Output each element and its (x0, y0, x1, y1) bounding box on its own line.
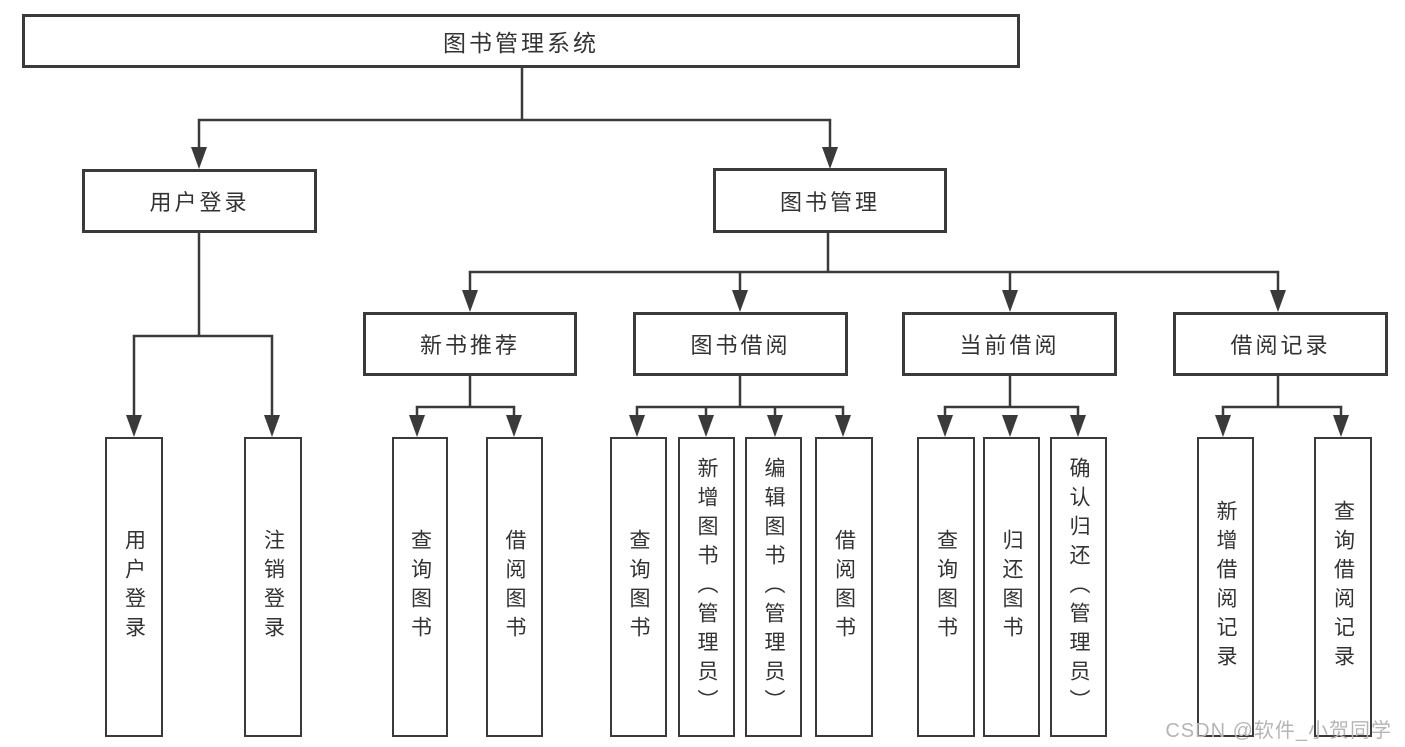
node-leaf-query-books-2: 查询图书 (610, 437, 667, 737)
node-label: 图书管理系统 (443, 30, 599, 56)
node-label: 查询借阅记录 (1331, 500, 1355, 674)
connector-current-borrow-to-leaves (943, 375, 1080, 418)
node-label: 新书推荐 (419, 333, 520, 358)
node-label: 用户登录 (149, 190, 250, 215)
node-leaf-query-books-3: 查询图书 (917, 437, 975, 737)
connector-book-borrow-to-leaves (635, 376, 845, 418)
node-label: 图书借阅 (690, 333, 791, 358)
node-label: 确认归还（管理员） (1067, 456, 1090, 718)
node-leaf-query-books-1: 查询图书 (392, 437, 448, 737)
node-leaf-confirm-return-admin: 确认归还（管理员） (1050, 437, 1107, 737)
node-book-borrowing: 图书借阅 (633, 312, 848, 376)
node-leaf-borrow-books-1: 借阅图书 (486, 437, 543, 737)
node-library-management-system: 图书管理系统 (22, 14, 1020, 68)
node-label: 当前借阅 (959, 333, 1060, 358)
node-book-management: 图书管理 (713, 168, 947, 233)
node-leaf-add-borrow-record: 新增借阅记录 (1197, 437, 1254, 737)
node-label: 图书管理 (779, 189, 880, 215)
node-label: 借阅图书 (832, 529, 856, 645)
node-leaf-edit-books-admin: 编辑图书（管理员） (745, 437, 802, 737)
node-leaf-add-books-admin: 新增图书（管理员） (678, 437, 735, 737)
node-current-borrowing: 当前借阅 (902, 312, 1117, 376)
node-user-login-group: 用户登录 (82, 169, 317, 233)
connector-user-login-to-leaves (132, 233, 274, 418)
node-label: 借阅记录 (1230, 333, 1331, 358)
connector-root-to-level2 (197, 68, 832, 150)
node-leaf-logout: 注销登录 (244, 437, 302, 737)
node-label: 注销登录 (261, 529, 285, 645)
connector-book-mgmt-to-level3 (468, 233, 1280, 293)
node-label: 查询图书 (408, 529, 432, 645)
node-label: 用户登录 (122, 529, 146, 645)
node-label: 查询图书 (934, 529, 958, 645)
node-new-book-recommend: 新书推荐 (363, 312, 577, 376)
node-label: 归还图书 (1000, 529, 1023, 645)
node-leaf-return-books: 归还图书 (983, 437, 1040, 737)
node-leaf-user-login: 用户登录 (105, 437, 163, 737)
arrowheads (126, 147, 1349, 437)
csdn-watermark: CSDN @软件_小贺同学 (1165, 720, 1392, 742)
connector-borrow-record-to-leaves (1221, 375, 1343, 418)
connector-new-book-to-leaves (415, 376, 516, 418)
node-label: 编辑图书（管理员） (762, 456, 785, 718)
node-leaf-borrow-books-2: 借阅图书 (815, 437, 873, 737)
node-label: 查询图书 (627, 529, 650, 645)
node-leaf-query-borrow-record: 查询借阅记录 (1314, 437, 1372, 737)
node-label: 新增图书（管理员） (695, 456, 718, 718)
node-label: 新增借阅记录 (1214, 500, 1237, 674)
node-borrowing-records: 借阅记录 (1173, 312, 1388, 376)
node-label: 借阅图书 (503, 529, 526, 645)
